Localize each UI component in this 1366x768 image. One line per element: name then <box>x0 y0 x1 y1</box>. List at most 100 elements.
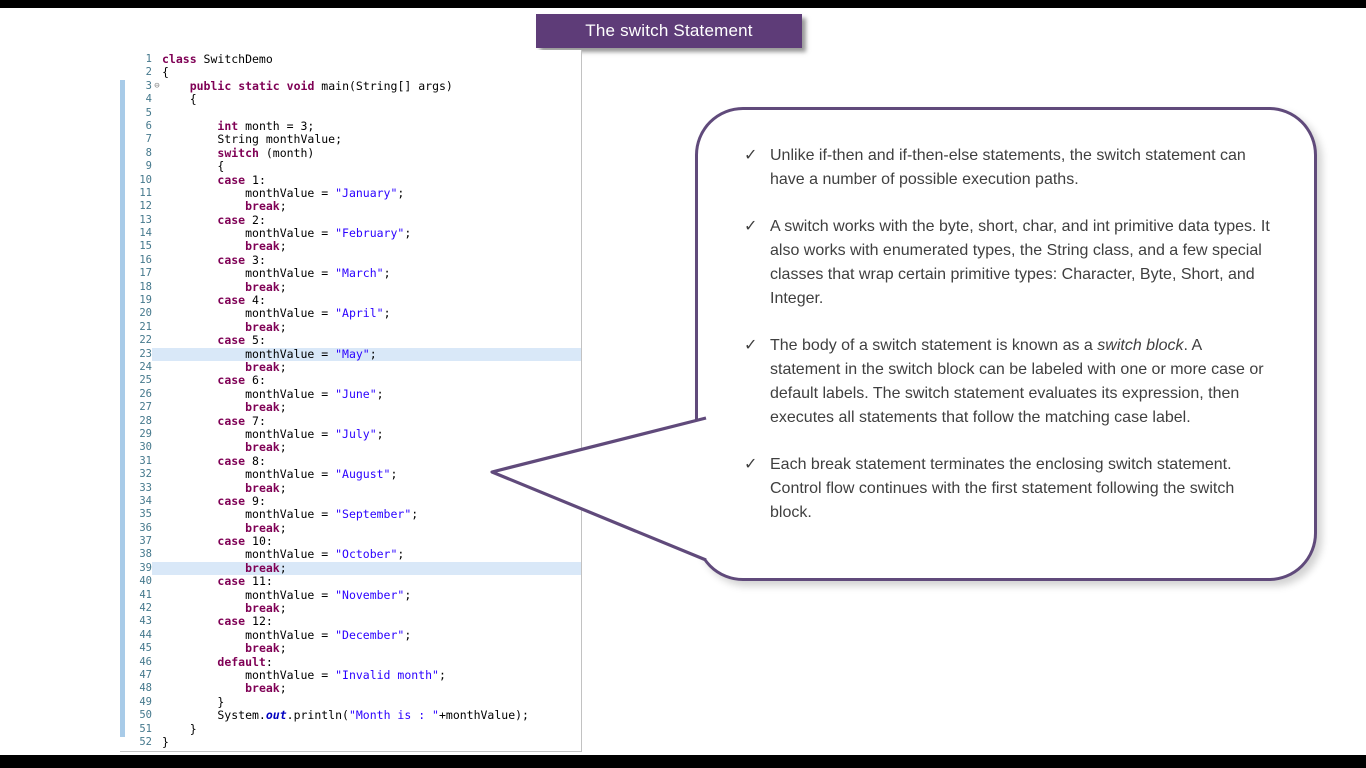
code-line: 11 monthValue = "January"; <box>120 186 581 200</box>
code-line: 17 monthValue = "March"; <box>120 267 581 280</box>
code-text: break; <box>245 480 287 495</box>
line-number: 25 <box>139 374 152 387</box>
code-line: 41 monthValue = "November"; <box>120 588 581 602</box>
fold-gutter <box>152 174 162 187</box>
code-line: 20 monthValue = "April"; <box>120 307 581 320</box>
fold-gutter <box>152 669 162 682</box>
line-number: 4 <box>145 93 152 106</box>
code-line: 33 break; <box>120 480 581 495</box>
fold-gutter <box>152 160 162 173</box>
code-line: 16 case 3: <box>120 252 581 267</box>
code-text: int month = 3; <box>217 118 315 133</box>
line-number: 29 <box>139 427 152 440</box>
fold-gutter <box>152 589 162 602</box>
code-line: 15 break; <box>120 240 581 253</box>
fold-gutter <box>152 415 162 428</box>
code-text: monthValue = "April"; <box>162 306 391 321</box>
line-number: 49 <box>139 695 152 708</box>
fold-gutter <box>152 347 162 361</box>
code-line: 38 monthValue = "October"; <box>120 548 581 561</box>
code-text: break; <box>245 520 287 535</box>
code-text: case 12: <box>217 614 273 629</box>
fold-gutter <box>152 495 162 508</box>
code-line: 25 case 6: <box>120 374 581 387</box>
line-number: 46 <box>139 655 152 668</box>
code-line: 36 break; <box>120 520 581 535</box>
fold-gutter <box>152 294 162 307</box>
line-number: 8 <box>145 146 152 159</box>
code-line: 7 String monthValue; <box>120 133 581 146</box>
code-text: } <box>162 721 197 736</box>
code-line: 9 { <box>120 159 581 173</box>
line-number: 24 <box>139 360 152 373</box>
code-line: 13 case 2: <box>120 213 581 227</box>
code-text: monthValue = "August"; <box>162 467 398 482</box>
fold-gutter <box>152 455 162 468</box>
code-line: 50 System.out.println("Month is : "+mont… <box>120 708 581 723</box>
line-number: 43 <box>139 615 152 628</box>
fold-gutter <box>152 508 162 521</box>
code-text: break; <box>245 440 287 455</box>
fold-gutter <box>152 575 162 588</box>
line-number: 18 <box>139 280 152 293</box>
fold-gutter <box>152 441 162 454</box>
code-line: 44 monthValue = "December"; <box>120 628 581 642</box>
fold-gutter <box>152 147 162 160</box>
code-text: { <box>162 92 197 107</box>
line-number: 50 <box>139 709 152 722</box>
code-line: 4 { <box>120 92 581 107</box>
fold-gutter <box>152 53 162 66</box>
code-line: 37 case 10: <box>120 534 581 548</box>
line-number: 1 <box>145 53 152 65</box>
callout-bullet: ✓A switch works with the byte, short, ch… <box>744 215 1274 311</box>
checkmark-icon: ✓ <box>744 218 758 235</box>
callout-content: ✓Unlike if-then and if-then-else stateme… <box>698 110 1314 525</box>
code-text: } <box>162 694 225 709</box>
code-line: 48 break; <box>120 682 581 695</box>
line-number: 34 <box>139 494 152 507</box>
fold-gutter <box>152 374 162 387</box>
line-number: 17 <box>139 267 152 280</box>
code-text: case 4: <box>217 293 266 308</box>
code-text: case 7: <box>217 413 266 428</box>
callout-bullet: ✓Unlike if-then and if-then-else stateme… <box>744 144 1274 192</box>
line-number: 16 <box>139 253 152 266</box>
fold-gutter <box>152 267 162 280</box>
callout-bullet: ✓ Each break statement terminates the en… <box>744 453 1274 525</box>
code-text: case 8: <box>217 453 266 468</box>
fold-gutter <box>152 535 162 548</box>
callout-bubble: ✓Unlike if-then and if-then-else stateme… <box>490 107 1317 581</box>
code-line: 3⊖ public static void main(String[] args… <box>120 79 581 93</box>
code-text: case 3: <box>217 252 266 267</box>
code-text: monthValue = "June"; <box>162 386 384 401</box>
line-number: 23 <box>139 347 152 360</box>
code-line: 49 } <box>120 694 581 709</box>
fold-gutter <box>152 187 162 200</box>
fold-gutter <box>152 642 162 655</box>
code-text: { <box>162 65 169 80</box>
line-number: 22 <box>139 334 152 347</box>
code-text: monthValue = "March"; <box>162 266 391 281</box>
fold-gutter <box>152 602 162 615</box>
line-number: 21 <box>139 320 152 333</box>
code-line: 26 monthValue = "June"; <box>120 386 581 401</box>
fold-gutter <box>152 334 162 347</box>
fold-gutter <box>152 120 162 133</box>
code-text: monthValue = "July"; <box>162 426 384 441</box>
code-line: 18 break; <box>120 280 581 294</box>
line-number: 10 <box>139 173 152 186</box>
line-number: 14 <box>139 227 152 240</box>
line-number: 51 <box>139 722 152 735</box>
code-line: 31 case 8: <box>120 453 581 468</box>
line-number: 2 <box>145 66 152 79</box>
code-text: System.out.println("Month is : "+monthVa… <box>162 708 529 723</box>
code-text: break; <box>245 319 287 334</box>
code-line: 51 } <box>120 721 581 736</box>
code-text: } <box>162 734 169 749</box>
line-number: 32 <box>139 468 152 481</box>
code-line: 43 case 12: <box>120 615 581 628</box>
line-number: 40 <box>139 575 152 588</box>
fold-gutter <box>152 227 162 240</box>
fold-gutter <box>152 361 162 374</box>
editor-range-indicator <box>120 80 125 737</box>
